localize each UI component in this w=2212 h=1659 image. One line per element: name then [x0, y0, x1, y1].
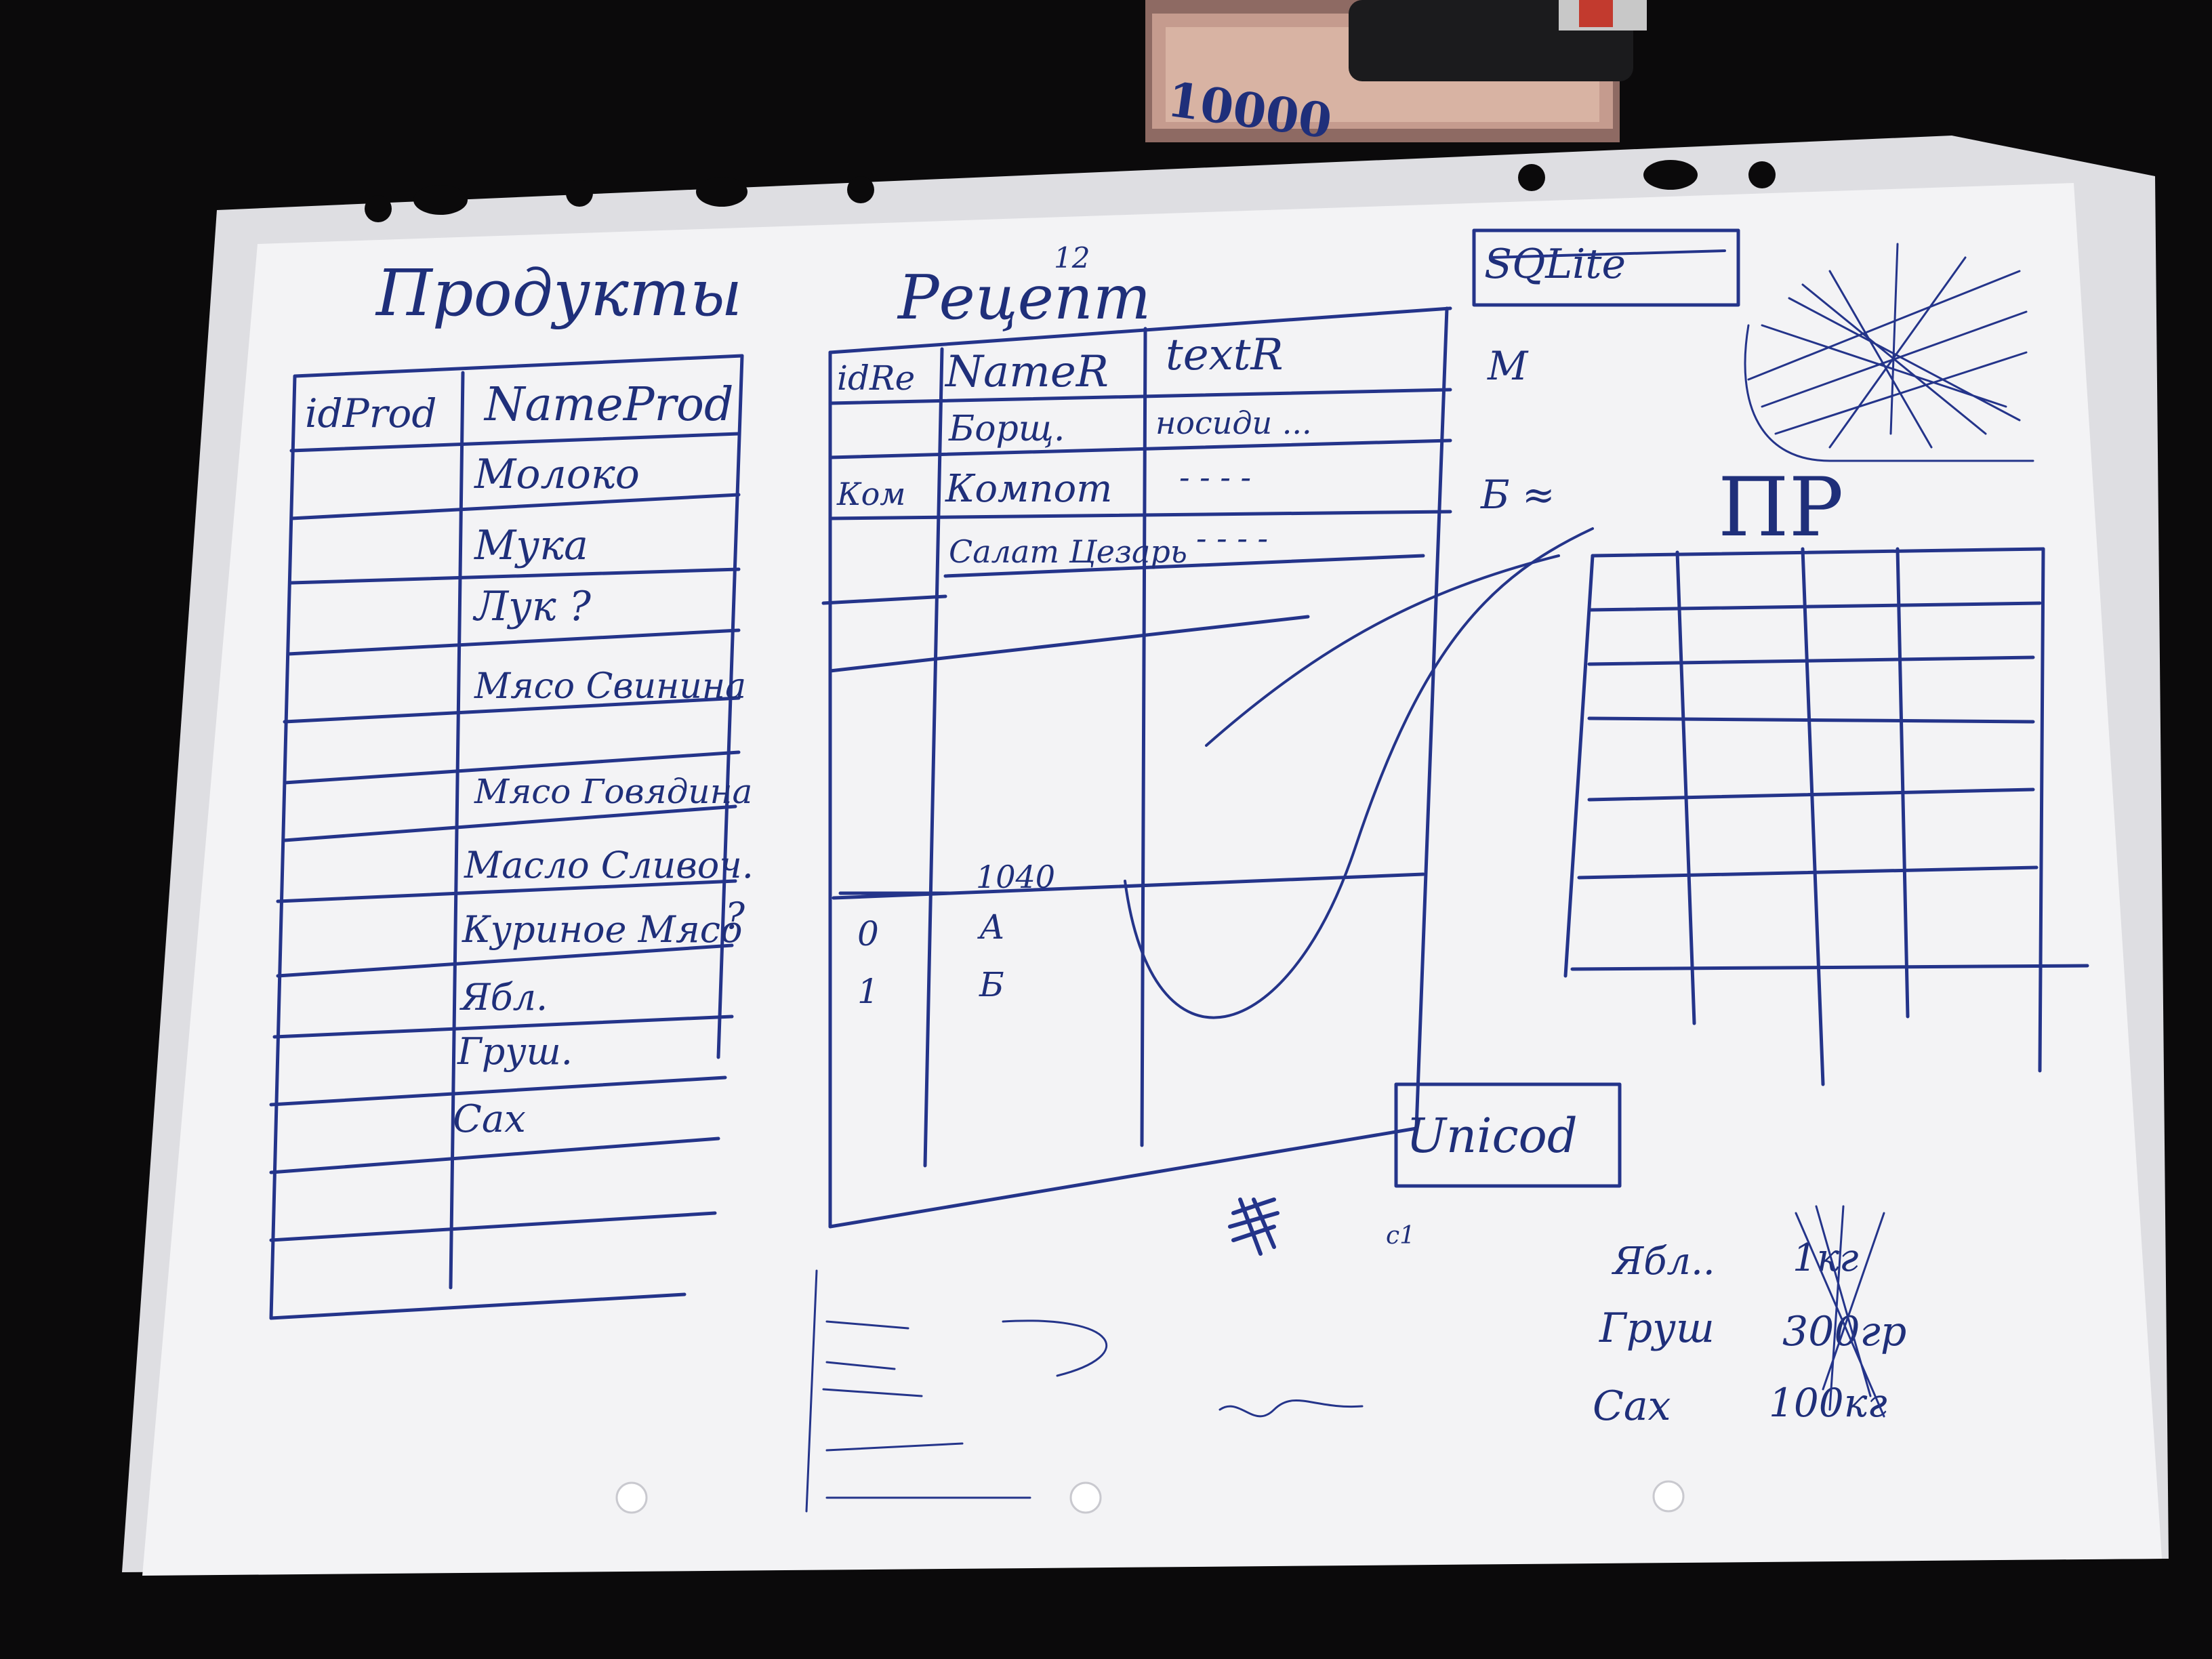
recipe-r3-name: Салат Цезарь	[949, 533, 1187, 570]
products-grid	[269, 354, 744, 1320]
pr-table	[1563, 547, 2089, 1086]
recipe-r1-name: Борщ.	[948, 409, 1065, 449]
products-section: Продукты idProd NameProd Молоко Мука Лук…	[269, 256, 754, 1320]
notes-section: SQLite М Б ≈ ПР Unicod c1	[1228, 228, 2034, 1256]
ingredient-3-name: Сах	[1593, 1382, 1671, 1430]
m-label: М	[1487, 343, 1529, 389]
recipe-r3-text: - - - -	[1196, 520, 1268, 556]
products-row-1: Молоко	[474, 451, 640, 498]
products-col-name: NameProd	[483, 378, 734, 432]
ingredient-2-name: Груш	[1599, 1305, 1715, 1352]
recipe-superscript: 12	[1054, 241, 1090, 274]
ingredient-notes: Ябл.. 1кг Груш 300гр Сах 100кг	[1593, 1205, 1906, 1430]
sqlite-label: SQLite	[1484, 241, 1626, 288]
unicode-box	[1394, 1082, 1622, 1188]
dark-object	[1349, 0, 1647, 81]
products-row-8: Ябл.	[459, 976, 548, 1019]
products-row-5: Мясо Говядина	[474, 772, 752, 811]
products-row-9: Груш.	[457, 1030, 573, 1073]
ingredient-1-amount: 1кг	[1793, 1236, 1858, 1280]
lower-scribbles	[805, 1269, 1364, 1513]
b-label: Б ≈	[1480, 472, 1555, 518]
scribble-shading	[1744, 243, 2034, 462]
recipe-mini-header: 1040	[976, 859, 1055, 895]
bottom-holes	[615, 1480, 1685, 1514]
products-row-4: Мясо Свинина	[474, 666, 746, 707]
recipe-title: Рецепт	[897, 262, 1151, 333]
recipe-r2-name: Компот	[945, 467, 1112, 511]
recipe-col-name: NameR	[944, 347, 1109, 397]
ink-blot	[1228, 1197, 1279, 1256]
products-row-3: Лук ?	[472, 583, 592, 630]
crossout-scribble	[1795, 1205, 1885, 1418]
products-row-2: Мука	[474, 522, 588, 569]
products-question-mark: ?	[725, 895, 745, 937]
pr-grid	[1563, 547, 2089, 1086]
recipe-col-id: idRe	[837, 359, 915, 398]
recipe-r2-id: Ком	[836, 476, 905, 512]
products-row-7: Куриное Мясо	[462, 908, 742, 951]
recipe-mini-r1-a: 0	[857, 914, 879, 954]
products-col-id: idProd	[305, 390, 436, 436]
recipe-mini-r2-a: 1	[857, 972, 879, 1011]
recipe-mini-r1-b: А	[977, 907, 1005, 947]
products-title: Продукты	[375, 256, 742, 331]
recipe-grid	[821, 306, 1452, 1229]
recipe-r2-text: - - - -	[1179, 459, 1251, 495]
small-c1-label: c1	[1386, 1222, 1415, 1250]
punch-holes	[365, 160, 1776, 222]
unicode-label: Unicod	[1406, 1108, 1578, 1164]
ingredient-3-amount: 100кг	[1769, 1380, 1887, 1426]
curve-doodles	[1124, 527, 1594, 1019]
sqlite-box	[1472, 228, 1740, 307]
recipe-section: Рецепт 12 idRe NameR textR Борщ. носиди …	[821, 241, 1452, 1229]
recipe-col-text: textR	[1166, 330, 1284, 380]
products-row-6: Масло Сливоч.	[464, 844, 754, 886]
ingredient-1-name: Ябл..	[1611, 1240, 1715, 1284]
ingredient-2-amount: 300гр	[1782, 1308, 1906, 1355]
recipe-mini-r2-b: Б	[979, 965, 1004, 1004]
paper-sheet	[142, 183, 2162, 1576]
pr-title: ПР	[1718, 461, 1843, 555]
sqlite-strikethrough	[1490, 249, 1726, 259]
products-row-10: Сах	[453, 1097, 526, 1141]
recipe-r1-text: носиди ...	[1155, 405, 1312, 441]
